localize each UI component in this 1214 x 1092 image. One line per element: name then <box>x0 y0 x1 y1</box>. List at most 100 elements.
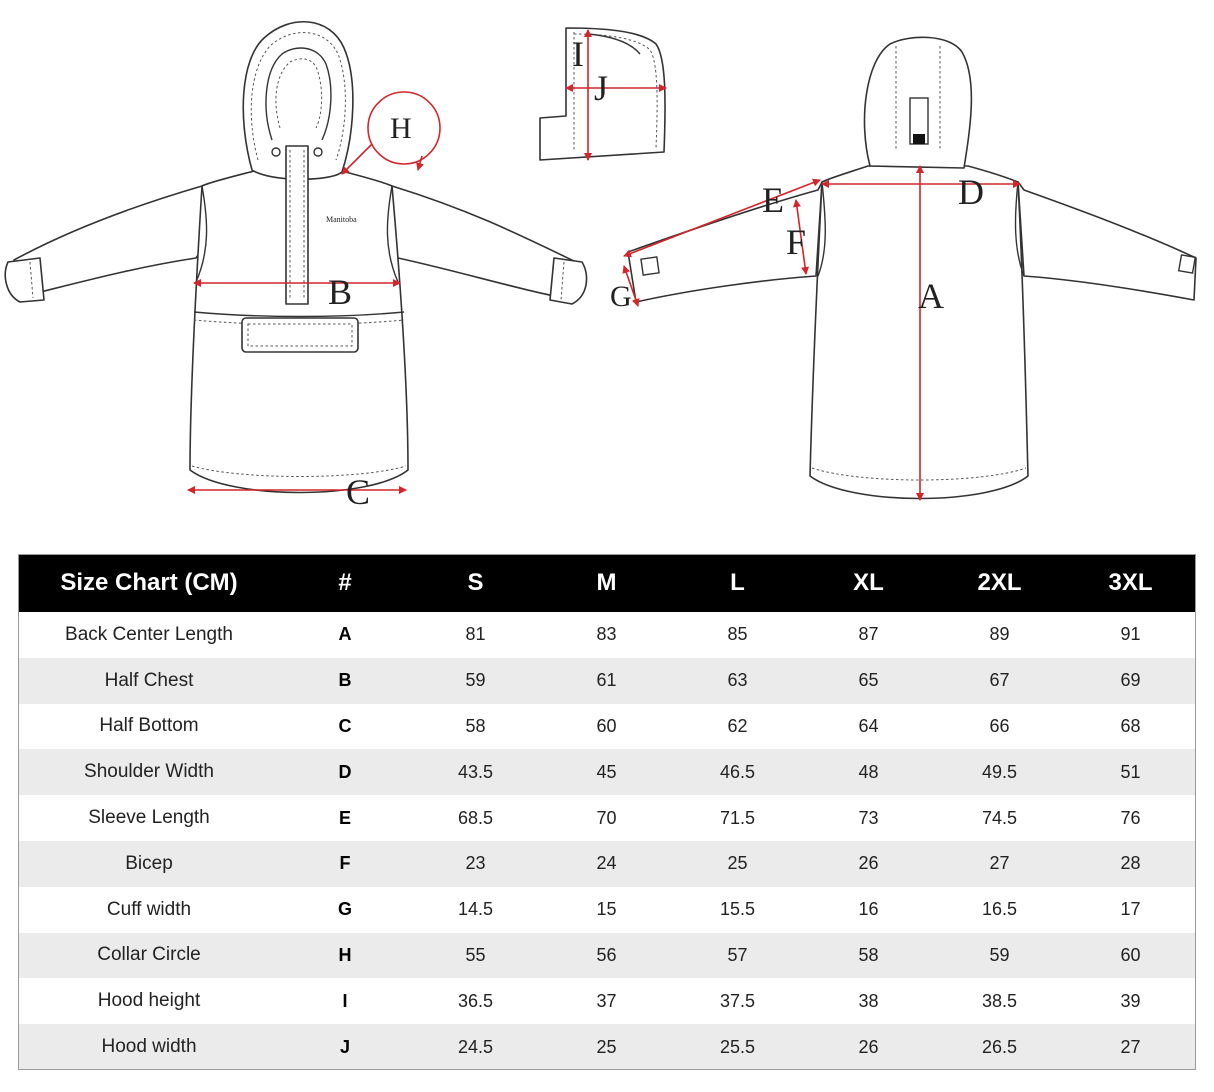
row-size-value: 70 <box>596 807 617 828</box>
header-size-chart-title: Size Chart (CM) <box>18 554 280 612</box>
row-size-value: 27 <box>934 840 1065 887</box>
row-size-value: 59 <box>934 932 1065 979</box>
table-header-row: Size Chart (CM) # S M L XL 2XL 3XL <box>18 554 1196 612</box>
back-view-jacket <box>627 36 1197 500</box>
header-size-xl: XL <box>803 554 934 612</box>
row-measurement-name: Collar Circle <box>18 932 280 979</box>
row-size-value: 61 <box>541 657 672 704</box>
measure-line-e <box>623 178 821 258</box>
row-size-value: 14.5 <box>457 899 494 920</box>
row-measurement-name: Half Bottom <box>99 715 199 737</box>
measure-label-h: H <box>390 112 412 145</box>
row-size-value: 69 <box>1065 657 1196 704</box>
row-size-value: 16 <box>858 899 879 920</box>
row-size-value: 25 <box>672 840 803 887</box>
row-size-value: 37 <box>596 990 617 1011</box>
front-zip-placket <box>285 145 309 305</box>
row-size-value: 51 <box>1065 749 1196 796</box>
row-size-value: 63 <box>672 657 803 704</box>
row-size-value: 26 <box>803 840 934 887</box>
measure-label-g: G <box>610 280 632 313</box>
row-size-value: 58 <box>465 715 486 736</box>
back-hood <box>863 36 973 169</box>
row-measurement-code: H <box>280 932 410 979</box>
row-size-value: 87 <box>858 624 879 645</box>
row-size-value: 43.5 <box>410 749 541 796</box>
row-size-value: 55 <box>410 932 541 979</box>
row-measurement-code: B <box>280 657 410 704</box>
row-size-value: 16.5 <box>981 899 1018 920</box>
row-size-value: 39 <box>1120 990 1141 1011</box>
row-measurement-name: Sleeve Length <box>88 807 210 829</box>
row-measurement-code: D <box>280 749 410 796</box>
row-size-value: 26 <box>803 1024 934 1070</box>
row-size-value: 28 <box>1065 840 1196 887</box>
front-right-cuff <box>549 257 588 305</box>
row-size-value: 17 <box>1120 899 1141 920</box>
measure-label-i: I <box>572 34 584 74</box>
row-measurement-code: I <box>342 990 348 1011</box>
row-size-value: 68.5 <box>457 807 494 828</box>
measure-label-e: E <box>762 180 784 220</box>
front-left-sleeve <box>13 169 259 299</box>
row-size-value: 85 <box>727 624 748 645</box>
row-size-value: 24 <box>541 840 672 887</box>
row-measurement-code: F <box>280 840 410 887</box>
row-size-value: 57 <box>672 932 803 979</box>
header-code: # <box>280 554 410 612</box>
row-size-value: 65 <box>803 657 934 704</box>
row-size-value: 25.5 <box>672 1024 803 1070</box>
row-size-value: 59 <box>410 657 541 704</box>
measure-label-f: F <box>786 222 806 262</box>
measure-label-b: B <box>328 272 352 312</box>
row-size-value: 74.5 <box>981 807 1018 828</box>
row-size-value: 24.5 <box>410 1024 541 1070</box>
measure-circle-h <box>367 91 441 165</box>
garment-measurement-diagram: Manitoba B C H I J A <box>0 0 1214 540</box>
row-size-value: 89 <box>989 624 1010 645</box>
row-size-value: 46.5 <box>672 749 803 796</box>
row-size-value: 56 <box>541 932 672 979</box>
header-size-m: M <box>541 554 672 612</box>
row-size-value: 23 <box>410 840 541 887</box>
front-view-jacket: Manitoba <box>4 20 588 494</box>
measure-label-j: J <box>594 68 608 108</box>
row-measurement-name: Hood height <box>97 990 201 1012</box>
row-size-value: 48 <box>803 749 934 796</box>
row-measurement-name: Half Chest <box>18 657 280 704</box>
front-kangaroo-pocket <box>241 317 359 353</box>
row-measurement-name: Bicep <box>18 840 280 887</box>
row-measurement-code: G <box>337 899 352 920</box>
brand-logo-text: Manitoba <box>326 215 357 224</box>
row-measurement-name: Shoulder Width <box>18 749 280 796</box>
row-measurement-code: J <box>280 1024 410 1070</box>
front-hood <box>242 20 354 181</box>
header-size-2xl: 2XL <box>934 554 1065 612</box>
row-size-value: 36.5 <box>457 990 494 1011</box>
row-measurement-name: Cuff width <box>106 898 192 920</box>
row-size-value: 64 <box>858 715 879 736</box>
row-size-value: 71.5 <box>719 807 756 828</box>
measure-line-f <box>792 199 810 275</box>
row-size-value: 45 <box>541 749 672 796</box>
header-size-3xl: 3XL <box>1065 554 1196 612</box>
row-size-value: 81 <box>465 624 486 645</box>
row-size-value: 15 <box>596 899 617 920</box>
measure-label-a: A <box>918 276 944 316</box>
row-measurement-code: C <box>338 715 352 736</box>
row-size-value: 76 <box>1120 807 1141 828</box>
back-body <box>809 165 1029 500</box>
row-measurement-name: Hood width <box>18 1024 280 1070</box>
row-size-value: 62 <box>727 715 748 736</box>
row-measurement-name: Back Center Length <box>65 623 233 645</box>
row-size-value: 25 <box>541 1024 672 1070</box>
header-size-l: L <box>672 554 803 612</box>
